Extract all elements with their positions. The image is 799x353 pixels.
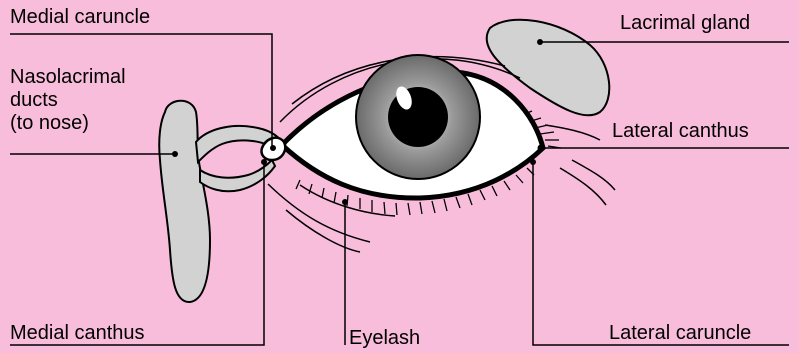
label-lateral-caruncle: Lateral caruncle bbox=[609, 322, 751, 345]
lateral-skin-lines bbox=[545, 125, 615, 205]
label-lateral-canthus: Lateral canthus bbox=[612, 120, 749, 143]
label-nasolacrimal-line3: (to nose) bbox=[10, 112, 180, 135]
label-lacrimal-gland: Lacrimal gland bbox=[620, 12, 750, 35]
label-nasolacrimal-ducts: Nasolacrimal ducts (to nose) bbox=[10, 66, 180, 135]
label-nasolacrimal-line1: Nasolacrimal bbox=[10, 66, 180, 89]
label-medial-caruncle: Medial caruncle bbox=[10, 6, 150, 29]
medial-caruncle-dot bbox=[270, 145, 276, 151]
label-eyelash: Eyelash bbox=[349, 327, 420, 350]
leader-lateral-caruncle bbox=[533, 162, 789, 345]
label-medial-canthus: Medial canthus bbox=[10, 322, 145, 345]
label-nasolacrimal-line2: ducts bbox=[10, 89, 180, 112]
